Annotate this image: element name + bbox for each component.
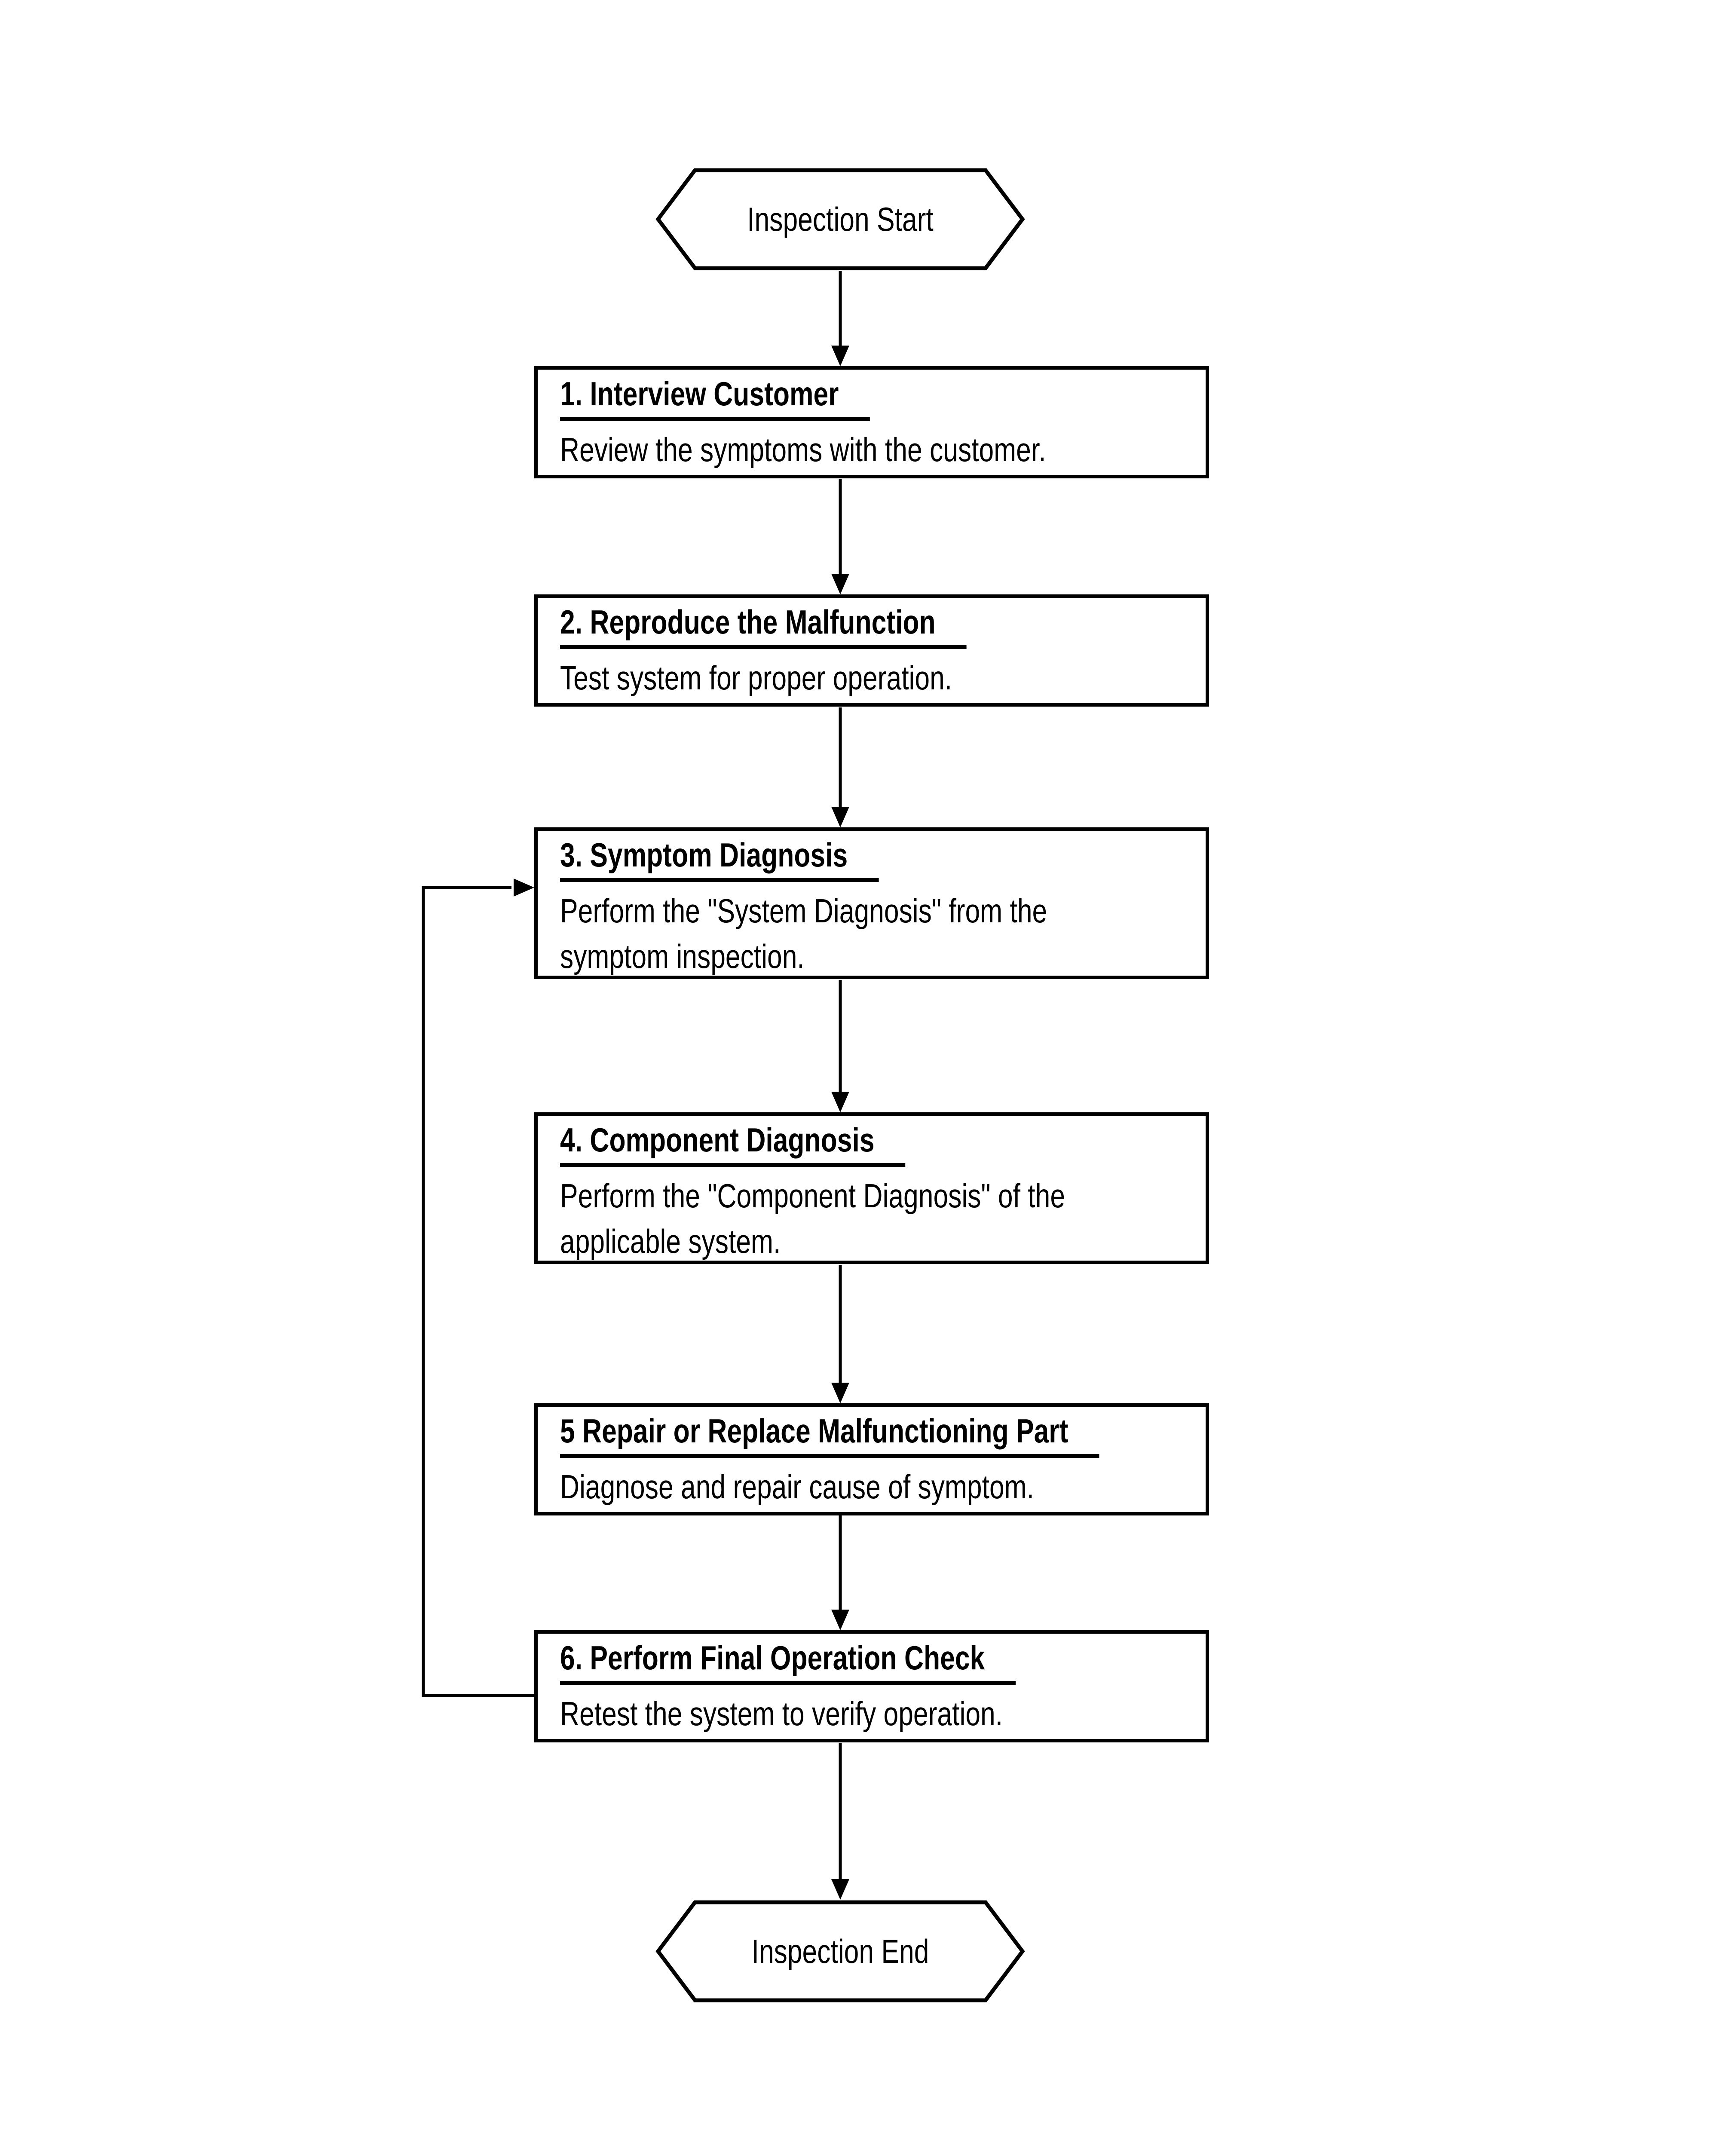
step-box-3-symptom-diagnosis: 3. Symptom Diagnosis Perform the "System…: [534, 827, 1209, 979]
feedback-loop-arrowhead: [514, 879, 534, 897]
step-box-6-final-operation-check: 6. Perform Final Operation Check Retest …: [534, 1630, 1209, 1742]
step-box-4-component-diagnosis: 4. Component Diagnosis Perform the "Comp…: [534, 1112, 1209, 1264]
step-1-description: Review the symptoms with the customer.: [560, 431, 1046, 468]
start-label: Inspection Start: [747, 200, 934, 238]
arrowhead-end: [831, 1879, 849, 1900]
arrowhead-step2: [831, 574, 849, 594]
arrowhead-step3: [831, 807, 849, 827]
arrowhead-step6: [831, 1610, 849, 1630]
arrowhead-step1: [831, 346, 849, 366]
terminator-inspection-start: Inspection Start: [655, 168, 1025, 271]
step-6-title: 6. Perform Final Operation Check: [560, 1638, 1016, 1685]
step-box-5-repair-or-replace: 5 Repair or Replace Malfunctioning Part …: [534, 1403, 1209, 1515]
step-4-description: Perform the "Component Diagnosis" of the…: [560, 1177, 1065, 1260]
terminator-inspection-end: Inspection End: [655, 1900, 1025, 2003]
end-label: Inspection End: [751, 1932, 929, 1970]
step-1-title: 1. Interview Customer: [560, 374, 870, 421]
hexagon-shape-end: [655, 1900, 1025, 2002]
step-3-title: 3. Symptom Diagnosis: [560, 835, 879, 882]
step-5-title: 5 Repair or Replace Malfunctioning Part: [560, 1411, 1099, 1458]
hexagon-shape-start: [655, 168, 1025, 270]
step-3-description: Perform the "System Diagnosis" from the …: [560, 892, 1047, 975]
step-box-1-interview-customer: 1. Interview Customer Review the symptom…: [534, 366, 1209, 478]
step-4-title: 4. Component Diagnosis: [560, 1120, 906, 1167]
step-box-2-reproduce-malfunction: 2. Reproduce the Malfunction Test system…: [534, 594, 1209, 707]
step-2-title: 2. Reproduce the Malfunction: [560, 602, 967, 649]
feedback-loop-line: [422, 886, 534, 1697]
step-5-description: Diagnose and repair cause of symptom.: [560, 1468, 1034, 1506]
arrowhead-step4: [831, 1092, 849, 1112]
step-2-description: Test system for proper operation.: [560, 659, 952, 697]
step-6-description: Retest the system to verify operation.: [560, 1695, 1003, 1733]
arrowhead-step5: [831, 1383, 849, 1403]
